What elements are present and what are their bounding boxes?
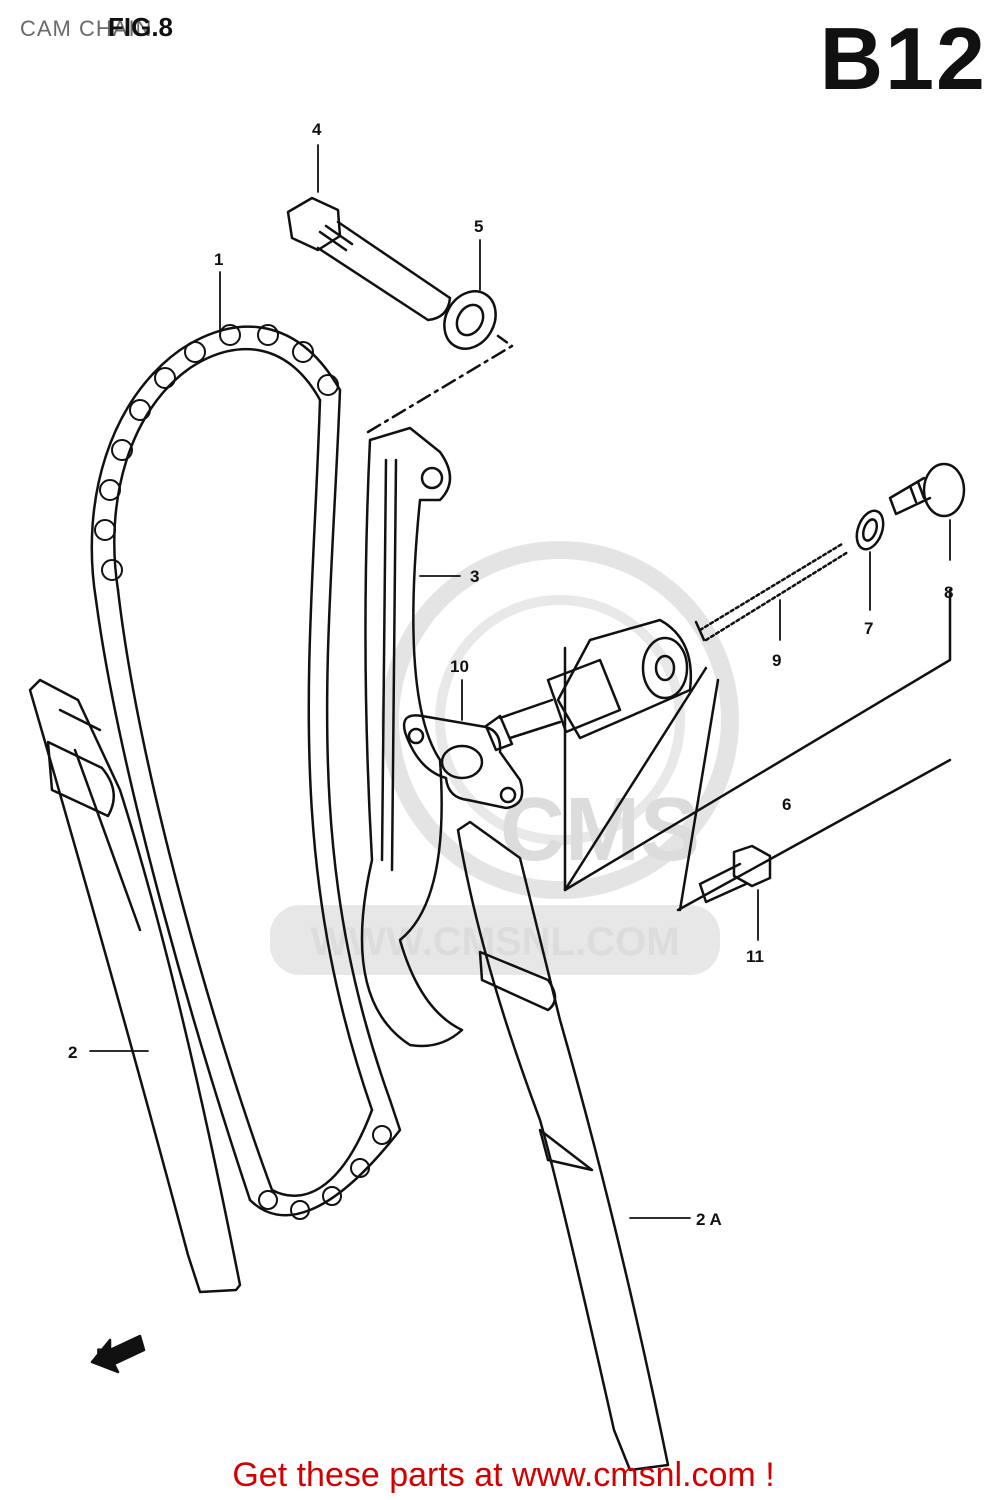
leader-lines (89, 144, 951, 1219)
tensioner-guide-3 (360, 426, 464, 1048)
callout-7: 7 (864, 619, 873, 638)
callout-6: 6 (782, 795, 791, 814)
footer-link-text[interactable]: Get these parts at www.cmsnl.com ! (232, 1456, 775, 1494)
callout-9: 9 (772, 651, 781, 670)
watermark-brand: CMS (500, 780, 700, 880)
bolt-4 (286, 196, 452, 322)
washer-5 (443, 290, 497, 350)
callout-1: 1 (214, 250, 223, 269)
forward-direction-arrow (90, 1334, 146, 1374)
watermark-url: WWW.CMSNL.COM (311, 920, 680, 964)
callout-11: 11 (746, 947, 764, 966)
callout-3: 3 (470, 567, 479, 586)
callout-8: 8 (944, 583, 953, 602)
spring-9 (694, 542, 850, 642)
bolt-11 (698, 844, 772, 904)
gasket-10 (402, 714, 524, 810)
washer-7 (855, 509, 885, 551)
callout-2a: 2 A (696, 1210, 722, 1229)
figure-number: FIG.8 (108, 12, 174, 42)
plate-code: B12 (819, 9, 987, 108)
callout-2: 2 (68, 1043, 77, 1062)
diagram-title: CAM CHAIN (20, 16, 153, 41)
callout-10: 10 (450, 657, 469, 676)
forward-marker-label: F (96, 1345, 106, 1364)
watermark: CMS WWW.CMSNL.COM (270, 541, 739, 975)
chain-guide-2 (28, 678, 242, 1294)
cam-chain-1 (90, 324, 402, 1220)
callout-4: 4 (312, 120, 322, 139)
chain-guide-2a (456, 820, 670, 1472)
callout-5: 5 (474, 217, 483, 236)
tensioner-adjuster-6 (484, 588, 952, 912)
plug-bolt-8 (888, 462, 966, 518)
